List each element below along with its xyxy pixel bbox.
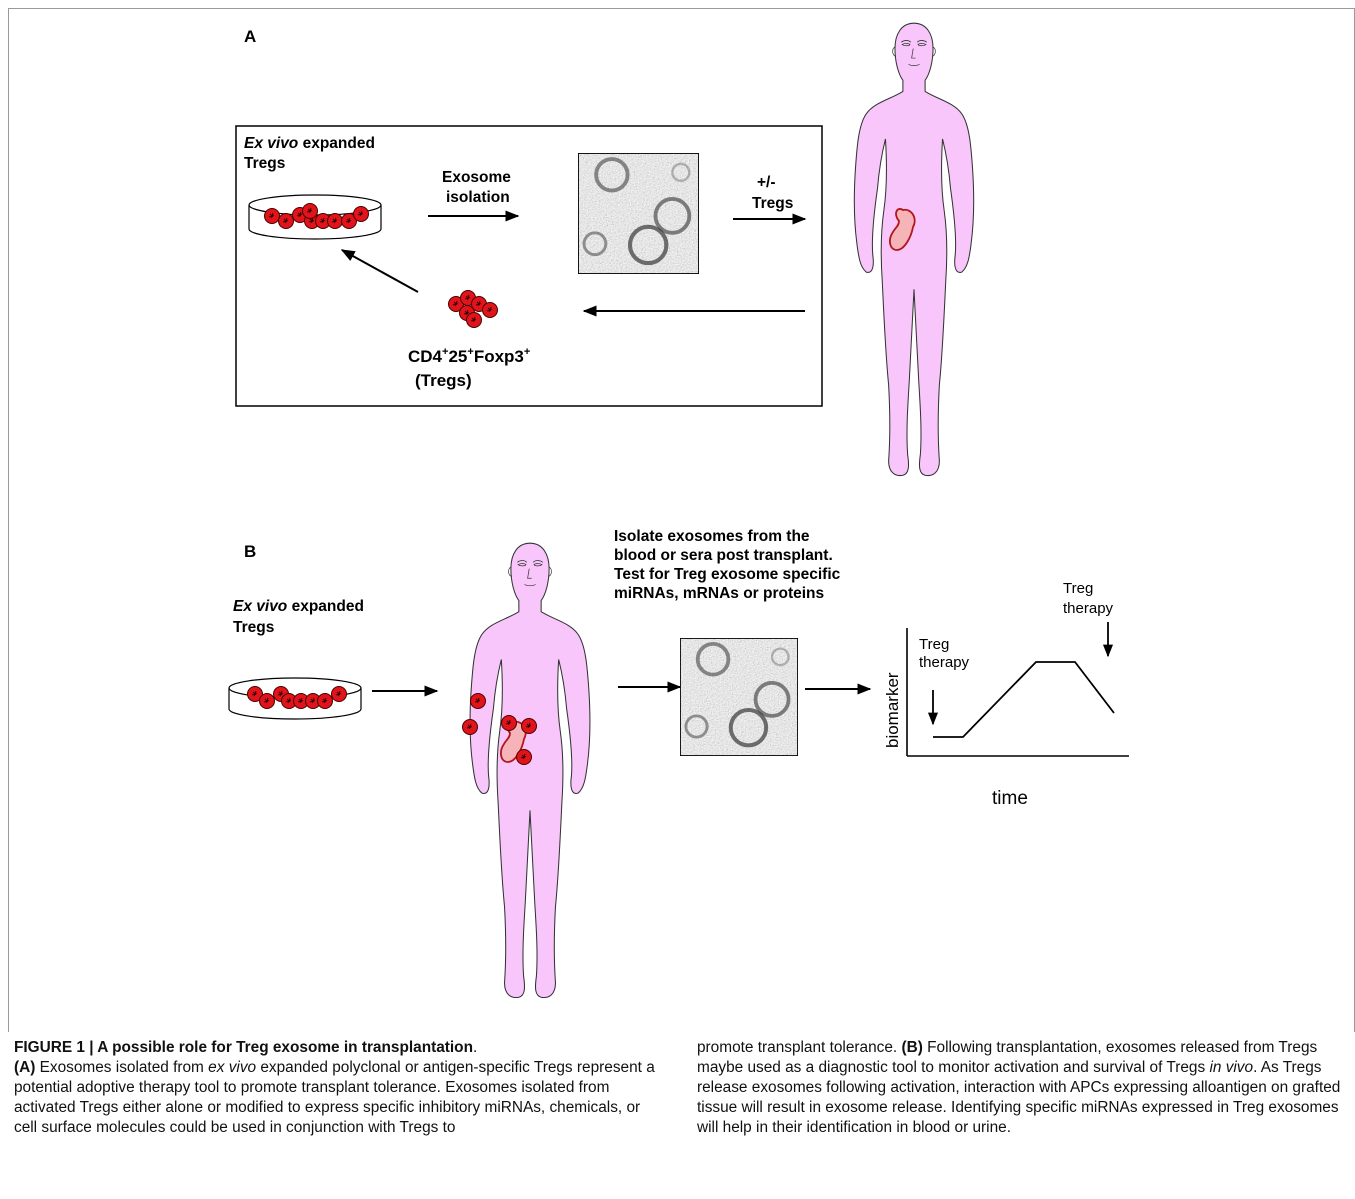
- therapy-label-2b: therapy: [1063, 600, 1114, 617]
- treg-cell-b: [471, 694, 486, 709]
- treg-cell-b: [463, 720, 478, 735]
- panel-b-expanded-label: Ex vivo expanded: [233, 598, 364, 615]
- exosome-micrograph-a: [578, 153, 699, 274]
- plus-minus-label: +/-: [757, 174, 776, 191]
- caption-left-column: FIGURE 1 | A possible role for Treg exos…: [14, 1038, 664, 1138]
- panel-a-expanded-label: Ex vivo expanded: [244, 135, 375, 152]
- panel-b-label: B: [244, 542, 256, 561]
- caption-right-column: promote transplant tolerance. (B) Follow…: [697, 1038, 1347, 1138]
- treg-cell-b: [522, 719, 537, 734]
- plus-minus-tregs-label: Tregs: [752, 195, 793, 212]
- graph-ylabel: biomarker: [883, 672, 902, 748]
- panel-a-label: A: [244, 27, 256, 46]
- biomarker-trend-line: [933, 662, 1114, 737]
- treg-cell-b: [517, 750, 532, 765]
- caption-b-label: (B): [901, 1039, 922, 1056]
- caption-a-label: (A): [14, 1059, 35, 1076]
- panel-a-box: [236, 126, 822, 406]
- caption-a-continued: promote transplant tolerance.: [697, 1039, 901, 1056]
- arrow-to-dish-a: [342, 250, 418, 292]
- human-figure-b: [463, 543, 590, 997]
- tregs-paren-label: (Tregs): [415, 371, 472, 390]
- caption-title: FIGURE 1 | A possible role for Treg exos…: [14, 1039, 473, 1056]
- figure-caption: FIGURE 1 | A possible role for Treg exos…: [0, 1038, 1355, 1198]
- exosome-micrograph-b: [680, 638, 798, 756]
- graph-xlabel: time: [992, 788, 1028, 809]
- biomarker-graph: biomarker time Treg therapy Treg therapy: [883, 580, 1129, 809]
- treg-cluster-a: [449, 291, 498, 328]
- therapy-label-1b: therapy: [919, 654, 970, 671]
- panel-a-expanded-label-2: Tregs: [244, 155, 285, 172]
- treg-cell-b: [502, 716, 517, 731]
- therapy-label-2: Treg: [1063, 580, 1093, 597]
- cd4-treg-label: CD4+25+Foxp3+: [408, 346, 530, 366]
- petri-dish-a: [249, 195, 381, 239]
- therapy-label-1: Treg: [919, 636, 949, 653]
- panel-b-expanded-label-2: Tregs: [233, 619, 274, 636]
- petri-dish-b: [229, 678, 361, 719]
- human-figure-a: [854, 23, 973, 475]
